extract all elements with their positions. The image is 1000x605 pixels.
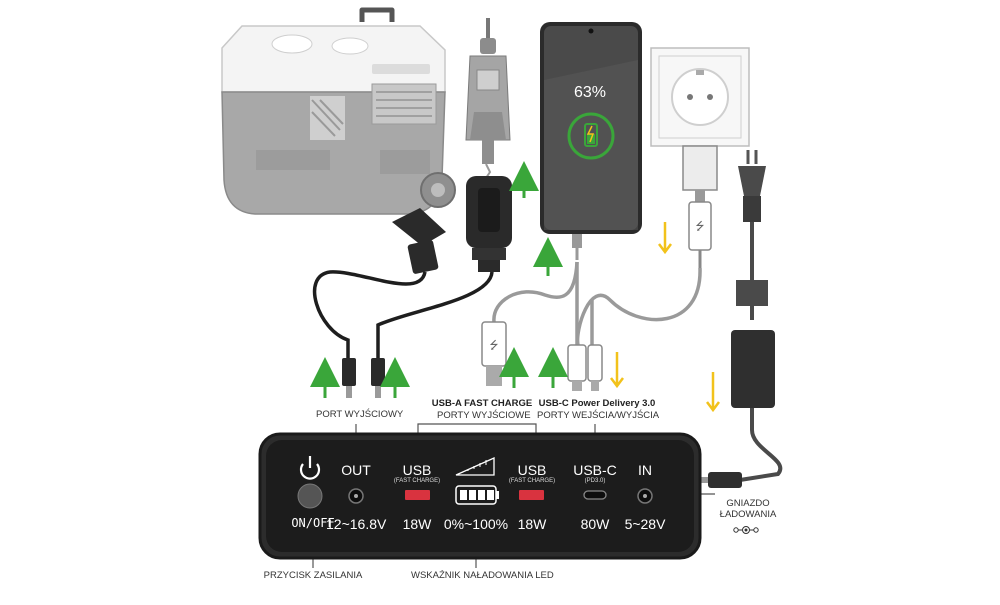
dc-in-port xyxy=(637,488,653,504)
out-label: OUT xyxy=(341,462,371,478)
usba-title-label: USB-A FAST CHARGE xyxy=(431,398,533,409)
usb1-value: 18W xyxy=(402,516,432,532)
usb-a-port-left xyxy=(405,490,430,500)
port-output-label: PORT WYJŚCIOWY xyxy=(316,409,404,420)
green-arrows xyxy=(310,161,568,398)
phone-battery-text: 63% xyxy=(574,84,606,101)
input-socket-label-1: GNIAZDO xyxy=(726,498,770,509)
input-socket-label-2: ŁADOWANIA xyxy=(719,509,777,520)
usbc-sub-label: PORTY WEJŚCIA/WYJŚCIA xyxy=(537,410,660,421)
onoff-value: ON/OFF xyxy=(291,516,335,530)
dc-polarity-icon xyxy=(733,526,759,534)
usba-sub-label: PORTY WYJŚCIOWE xyxy=(437,410,531,421)
usb1-label: USB xyxy=(402,462,432,478)
signal-strength-icon xyxy=(455,456,495,476)
power-button[interactable] xyxy=(297,483,323,509)
power-button-label: PRZYCISK ZASILANIA xyxy=(263,570,363,581)
in-value: 5~28V xyxy=(624,516,666,532)
ac-adapter-icon xyxy=(690,150,783,488)
usb-wall-charger-icon: ⭍ xyxy=(682,145,718,268)
dc-out-port xyxy=(348,488,364,504)
usb2-value: 18W xyxy=(517,516,547,532)
cooler-icon xyxy=(221,7,456,215)
svg-text:⭍: ⭍ xyxy=(695,220,704,233)
usb-c-port xyxy=(583,490,607,500)
usb2-sub: (FAST CHARGE) xyxy=(508,478,556,484)
yellow-arrows xyxy=(610,222,720,413)
wall-outlet-icon xyxy=(650,47,750,147)
svg-text:⭍: ⭍ xyxy=(489,339,498,352)
usbc-sub: (PD3.0) xyxy=(584,478,606,484)
led-indicator-label: WSKAŹNIK NAŁADOWANIA LED xyxy=(411,570,554,581)
dc-cable-icon xyxy=(312,208,494,398)
out-value: 12~16.8V xyxy=(326,516,387,532)
car-plug-icon xyxy=(465,18,512,272)
usb-a-plug-icon: ⭍ xyxy=(481,321,507,386)
usb1-sub: (FAST CHARGE) xyxy=(393,478,441,484)
power-icon xyxy=(299,456,321,480)
usb2-label: USB xyxy=(517,462,547,478)
in-label: IN xyxy=(638,462,652,478)
usb-cables-icon xyxy=(492,261,702,346)
usb-c-plug-icon xyxy=(567,344,603,391)
usb-a-port-right xyxy=(519,490,544,500)
usbc-title-label: USB-C Power Delivery 3.0 xyxy=(538,398,656,409)
usbc-value: 80W xyxy=(580,516,610,532)
usbc-label: USB-C xyxy=(573,462,617,478)
led-battery-indicator xyxy=(455,485,499,505)
phone-icon xyxy=(540,22,642,260)
led-value: 0%~100% xyxy=(443,516,509,532)
